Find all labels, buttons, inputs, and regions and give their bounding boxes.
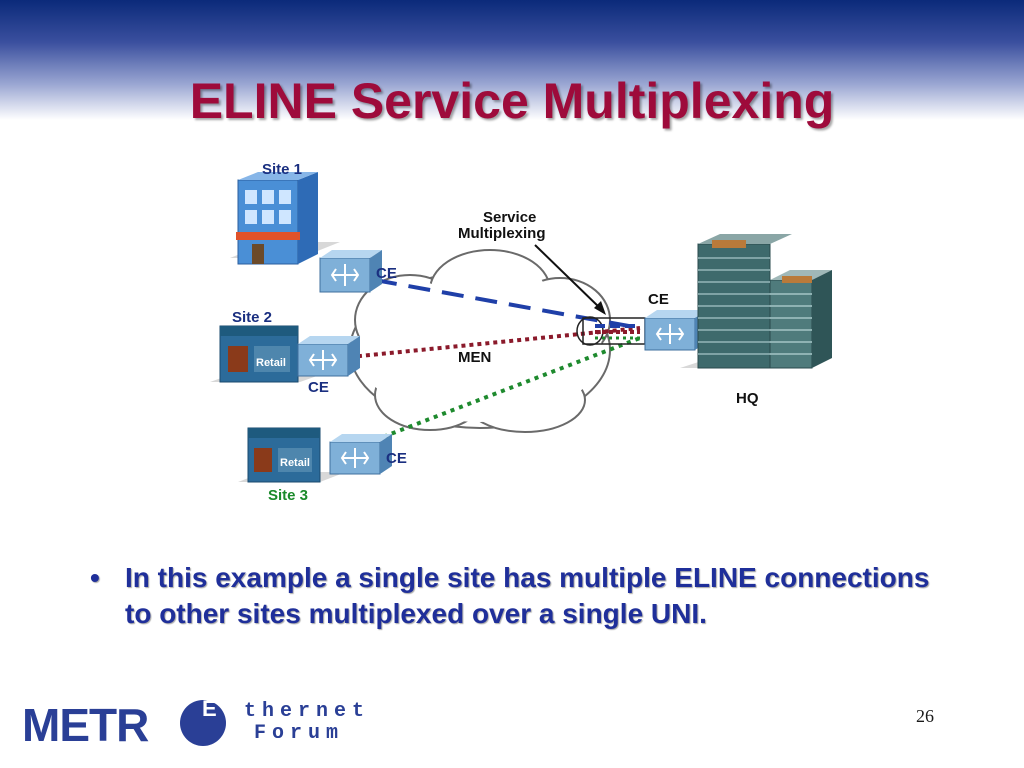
cloud-label: MEN	[458, 349, 491, 366]
site2-ce-router	[297, 336, 360, 377]
site3-label: Site 3	[268, 487, 308, 504]
site3-ce-label: CE	[386, 450, 407, 467]
network-diagram: MEN Service Multiplexing Site 1 CE	[210, 161, 832, 504]
logo-circle	[180, 700, 226, 746]
bullet-text: In this example a single site has multip…	[125, 562, 930, 629]
metro-ethernet-forum-logo: METR E thernet Forum	[22, 694, 364, 751]
site1-label: Site 1	[262, 161, 302, 178]
site2-ce-label: CE	[308, 379, 329, 396]
bullet-point: • In this example a single site has mult…	[90, 560, 930, 632]
logo-ethernet: thernet	[244, 700, 371, 723]
site1-link	[374, 278, 641, 330]
site1-building	[230, 172, 340, 265]
men-cloud	[349, 249, 611, 433]
header-band	[0, 0, 1024, 120]
site1-ce-router	[319, 250, 382, 293]
logo-e: E	[202, 696, 217, 721]
slide-title: ELINE Service Multiplexing	[189, 73, 835, 129]
site1-ce-label: CE	[376, 265, 397, 282]
page-number: 26	[916, 706, 934, 726]
site2-label: Site 2	[232, 309, 272, 326]
site2-sign: Retail	[256, 357, 286, 369]
hq-building	[680, 234, 832, 369]
hq-ce-label: CE	[648, 291, 669, 308]
logo-metr: METR	[22, 699, 149, 751]
logo-forum: Forum	[254, 722, 345, 745]
site3-sign: Retail	[280, 457, 310, 469]
callout-line2: Multiplexing	[458, 225, 546, 242]
hq-label: HQ	[736, 390, 759, 407]
site3-link	[374, 336, 641, 442]
site3-building: Retail	[238, 427, 346, 483]
callout-arrow	[534, 244, 603, 311]
callout-line1: Service	[483, 209, 536, 226]
site3-ce-router	[329, 434, 392, 475]
bullet-symbol: •	[90, 562, 100, 593]
uni-tube	[576, 316, 646, 346]
site2-link	[349, 326, 641, 359]
callout-arrowhead	[594, 301, 606, 315]
